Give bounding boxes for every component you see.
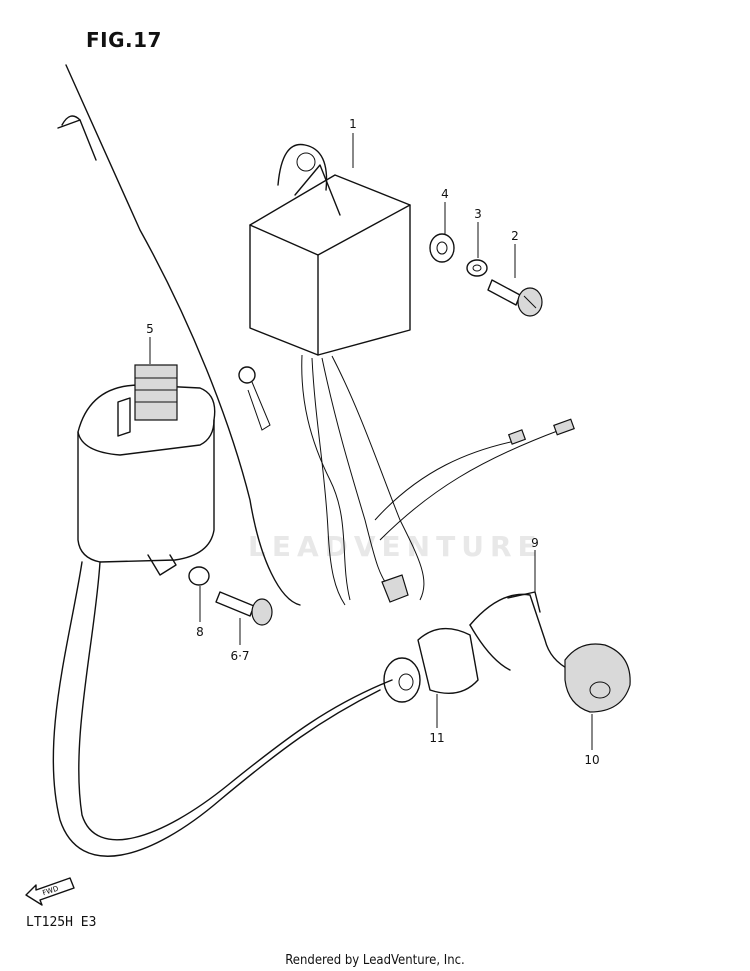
callout-4: 4 (441, 187, 449, 201)
cdi-unit-part[interactable] (249, 143, 425, 606)
washer-8-part[interactable] (188, 566, 210, 586)
callout-1: 1 (349, 117, 357, 131)
watermark: LEADVENTURE (248, 530, 543, 563)
callout-10: 10 (584, 753, 599, 767)
connector-leads (374, 418, 575, 603)
callout-5: 5 (146, 322, 154, 336)
figure-title: FIG.17 (86, 28, 162, 52)
ground-terminal (238, 366, 271, 431)
callout-3: 3 (474, 207, 482, 221)
bolt-part[interactable] (487, 279, 543, 317)
callout-2: 2 (511, 229, 519, 243)
high-tension-lead (52, 64, 393, 857)
forward-arrow-icon: FWD (25, 877, 75, 906)
boot-10-part[interactable] (564, 643, 631, 713)
footer-credit: Rendered by LeadVenture, Inc. (285, 953, 465, 968)
callout-9: 9 (531, 536, 539, 550)
flat-washer-part[interactable] (429, 233, 455, 263)
model-code: LT125H E3 (26, 915, 97, 930)
lock-washer-part[interactable] (466, 259, 488, 277)
callout-6-7: 6·7 (230, 649, 249, 663)
screw-part[interactable] (215, 591, 273, 626)
callout-11: 11 (429, 731, 444, 745)
seal-11-part[interactable] (383, 627, 479, 703)
ignition-coil-part[interactable] (77, 364, 216, 576)
callout-8: 8 (196, 625, 204, 639)
